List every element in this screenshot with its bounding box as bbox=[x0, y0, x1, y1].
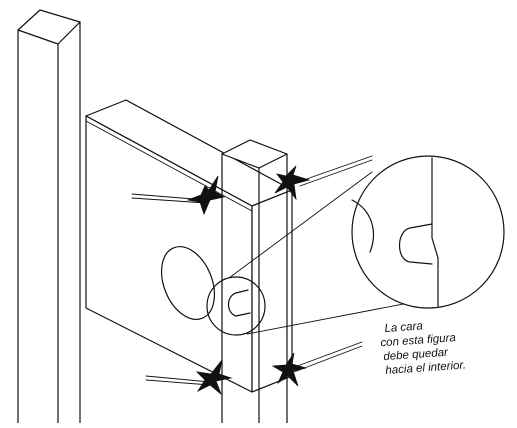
mounting-plate bbox=[85, 99, 293, 393]
caption-line-3: debe quedar bbox=[383, 347, 449, 364]
weld-mark-upper-left-icon bbox=[131, 175, 226, 216]
instruction-caption: La cara con esta figura debe quedar haci… bbox=[380, 320, 466, 377]
caption-line-1: La cara bbox=[384, 320, 423, 335]
front-post bbox=[221, 139, 288, 424]
keyhole-slot bbox=[227, 289, 251, 317]
weld-mark-lower-left-icon bbox=[145, 359, 233, 396]
weld-mark-upper-right-icon bbox=[274, 155, 373, 201]
caption-line-4: hacia el interior. bbox=[385, 359, 466, 377]
weld-mark-lower-right-icon bbox=[271, 341, 363, 387]
detail-callout-small bbox=[206, 276, 266, 336]
weld-marks bbox=[131, 155, 373, 396]
left-post bbox=[17, 9, 81, 424]
caption-line-2: con esta figura bbox=[380, 332, 456, 349]
detail-callout-large bbox=[351, 155, 505, 309]
